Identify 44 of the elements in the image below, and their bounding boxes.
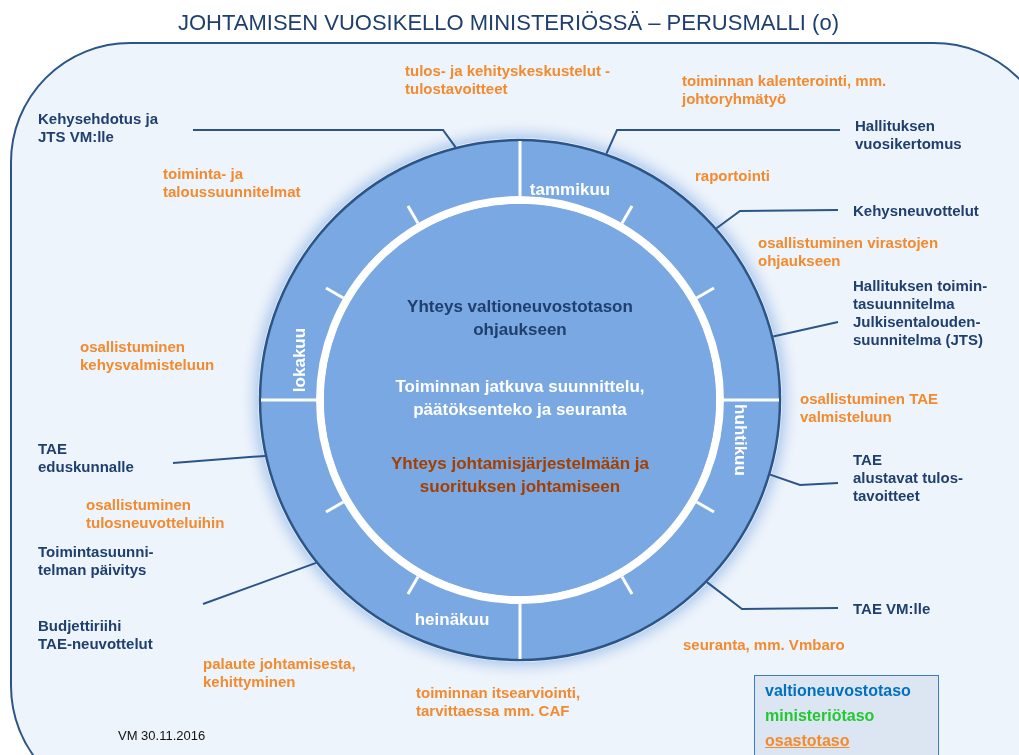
activity-text: toiminnan itsearviointi, tarvittaessa mm. CAF xyxy=(416,684,582,720)
title: JOHTAMISEN VUOSIKELLO MINISTERIÖSSÄ – PERUSMALLI (o) xyxy=(178,10,839,36)
activity-text: seuranta, mm. Vmbaro xyxy=(683,636,846,654)
activity-text: osallistuminen tulosneuvotteluihin xyxy=(86,496,226,532)
activity-text: raportointi xyxy=(695,167,771,185)
activity-text: osallistuminen TAE valmisteluun xyxy=(800,390,940,426)
event-text: Toimintasuunni- telman päivitys xyxy=(38,543,155,579)
activity-text: toiminta- ja taloussuunnitelmat xyxy=(163,165,302,201)
leader-line xyxy=(172,454,267,464)
event-text: TAE-neuvottelut xyxy=(38,635,154,653)
month-label: huhtikuu xyxy=(730,404,750,476)
month-label: lokakuu xyxy=(290,327,310,393)
activity-text: palaute johtamisesta, kehittyminen xyxy=(203,655,357,691)
activity-text: osallistuminen kehysvalmisteluun xyxy=(80,338,216,374)
leader-line xyxy=(192,129,457,149)
event-text: TAE xyxy=(853,451,883,469)
month-label: tammikuu xyxy=(529,180,611,200)
legend-entry: ministeriötaso xyxy=(765,707,875,725)
event-text: Hallituksen vuosikertomus xyxy=(855,117,963,153)
legend-entry: valtioneuvostotaso xyxy=(765,682,911,700)
center-text: Yhteys johtamisjärjestelmään ja suorituksen johtamiseen xyxy=(390,453,650,498)
leader-line xyxy=(202,561,318,605)
leader-line xyxy=(605,129,841,155)
leader-line xyxy=(772,321,839,338)
activity-text: osallistuminen virastojen ohjaukseen xyxy=(758,234,940,270)
activity-text: toiminnan kalenterointi, mm. johtoryhmätyö xyxy=(682,72,888,108)
event-text: eduskunnalle xyxy=(38,458,135,476)
month-label: heinäkuu xyxy=(414,610,490,630)
center-text: Yhteys valtioneuvostotason ohjaukseen xyxy=(406,296,634,341)
leader-line xyxy=(715,209,839,230)
event-text: Hallituksen toimin- tasuunnitelma xyxy=(853,277,989,313)
event-text: TAE xyxy=(38,440,68,458)
event-text: alustavat tulos- tavoitteet xyxy=(853,469,965,505)
event-text: Kehysneuvottelut xyxy=(853,202,980,220)
event-text: TAE VM:lle xyxy=(853,600,932,618)
event-text: Budjettiriihi xyxy=(38,617,123,635)
legend-entry: osastotaso xyxy=(765,732,850,750)
date-text: VM 30.11.2016 xyxy=(118,727,207,745)
event-text: Kehysehdotus ja JTS VM:lle xyxy=(38,110,160,146)
leader-line xyxy=(705,581,839,610)
leader-line xyxy=(769,473,839,486)
activity-text: tulos- ja kehityskeskustelut - tulostavoitteet xyxy=(405,62,612,98)
event-text: Julkisentalouden- suunnitelma (JTS) xyxy=(853,313,984,349)
center-text: Toiminnan jatkuva suunnittelu, päätöksenteko ja seuranta xyxy=(394,376,646,421)
